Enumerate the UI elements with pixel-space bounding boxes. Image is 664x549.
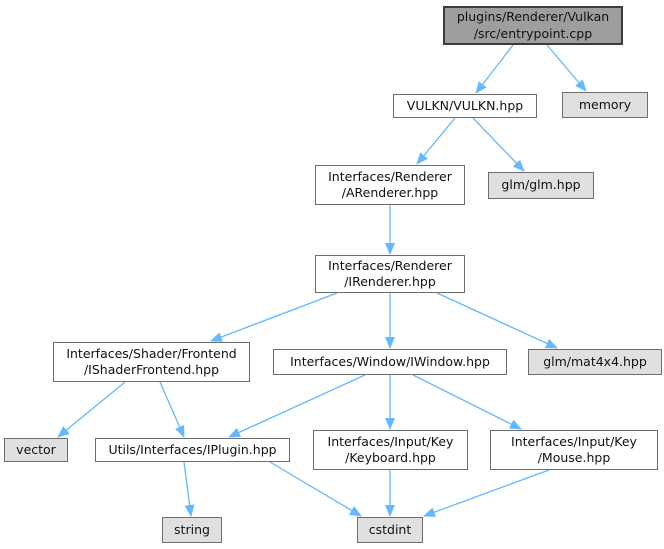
edge-iplugin-to-cstdint: [269, 461, 362, 517]
node-entrypoint: plugins/Renderer/Vulkan /src/entrypoint.…: [443, 6, 623, 45]
edge-vulkn-to-glm-glm: [472, 117, 525, 172]
node-glm-glm: glm/glm.hpp: [488, 172, 594, 199]
node-label: VULKN/VULKN.hpp: [406, 97, 524, 113]
node-arenderer[interactable]: Interfaces/Renderer /ARenderer.hpp: [315, 165, 465, 205]
edge-entrypoint-to-memory: [546, 44, 587, 92]
edge-iwindow-to-iplugin: [228, 374, 366, 438]
node-label: glm/glm.hpp: [501, 177, 581, 193]
edge-irenderer-to-ishaderfrontend: [210, 292, 338, 342]
node-label: vector: [16, 441, 56, 457]
node-string: string: [162, 517, 222, 543]
node-label: glm/mat4x4.hpp: [543, 353, 647, 369]
edge-mouse-to-cstdint: [423, 469, 550, 517]
node-mouse[interactable]: Interfaces/Input/Key /Mouse.hpp: [490, 430, 658, 470]
node-vulkn[interactable]: VULKN/VULKN.hpp: [393, 94, 537, 118]
edge-irenderer-to-glm-mat4x4: [436, 292, 558, 349]
node-label: Interfaces/Renderer /IRenderer.hpp: [328, 257, 452, 289]
node-label: Interfaces/Window/IWindow.hpp: [290, 353, 490, 369]
node-label: memory: [578, 96, 632, 112]
node-memory: memory: [562, 92, 648, 118]
edge-vulkn-to-arenderer: [416, 117, 456, 165]
node-iplugin[interactable]: Utils/Interfaces/IPlugin.hpp: [95, 438, 290, 462]
node-label: cstdint: [368, 521, 412, 537]
node-iwindow[interactable]: Interfaces/Window/IWindow.hpp: [273, 349, 507, 375]
node-glm-mat4x4: glm/mat4x4.hpp: [528, 349, 662, 375]
node-keyboard[interactable]: Interfaces/Input/Key /Keyboard.hpp: [313, 430, 468, 470]
edge-ishaderfrontend-to-vector: [57, 381, 126, 438]
edge-entrypoint-to-vulkn: [475, 44, 514, 94]
node-ishaderfrontend[interactable]: Interfaces/Shader/Frontend /IShaderFront…: [53, 342, 250, 382]
node-label: plugins/Renderer/Vulkan /src/entrypoint.…: [456, 9, 610, 41]
node-irenderer[interactable]: Interfaces/Renderer /IRenderer.hpp: [315, 255, 465, 293]
node-label: Interfaces/Shader/Frontend /IShaderFront…: [66, 345, 237, 377]
node-label: Interfaces/Input/Key /Mouse.hpp: [511, 433, 637, 465]
node-label: Interfaces/Renderer /ARenderer.hpp: [328, 168, 452, 200]
node-label: Interfaces/Input/Key /Keyboard.hpp: [327, 433, 454, 465]
node-vector: vector: [4, 438, 68, 462]
node-label: string: [174, 521, 210, 537]
edge-ishaderfrontend-to-iplugin: [159, 381, 185, 438]
node-cstdint: cstdint: [357, 517, 423, 543]
edge-iwindow-to-mouse: [412, 374, 522, 430]
edge-iplugin-to-string: [183, 461, 195, 517]
node-label: Utils/Interfaces/IPlugin.hpp: [108, 441, 277, 457]
